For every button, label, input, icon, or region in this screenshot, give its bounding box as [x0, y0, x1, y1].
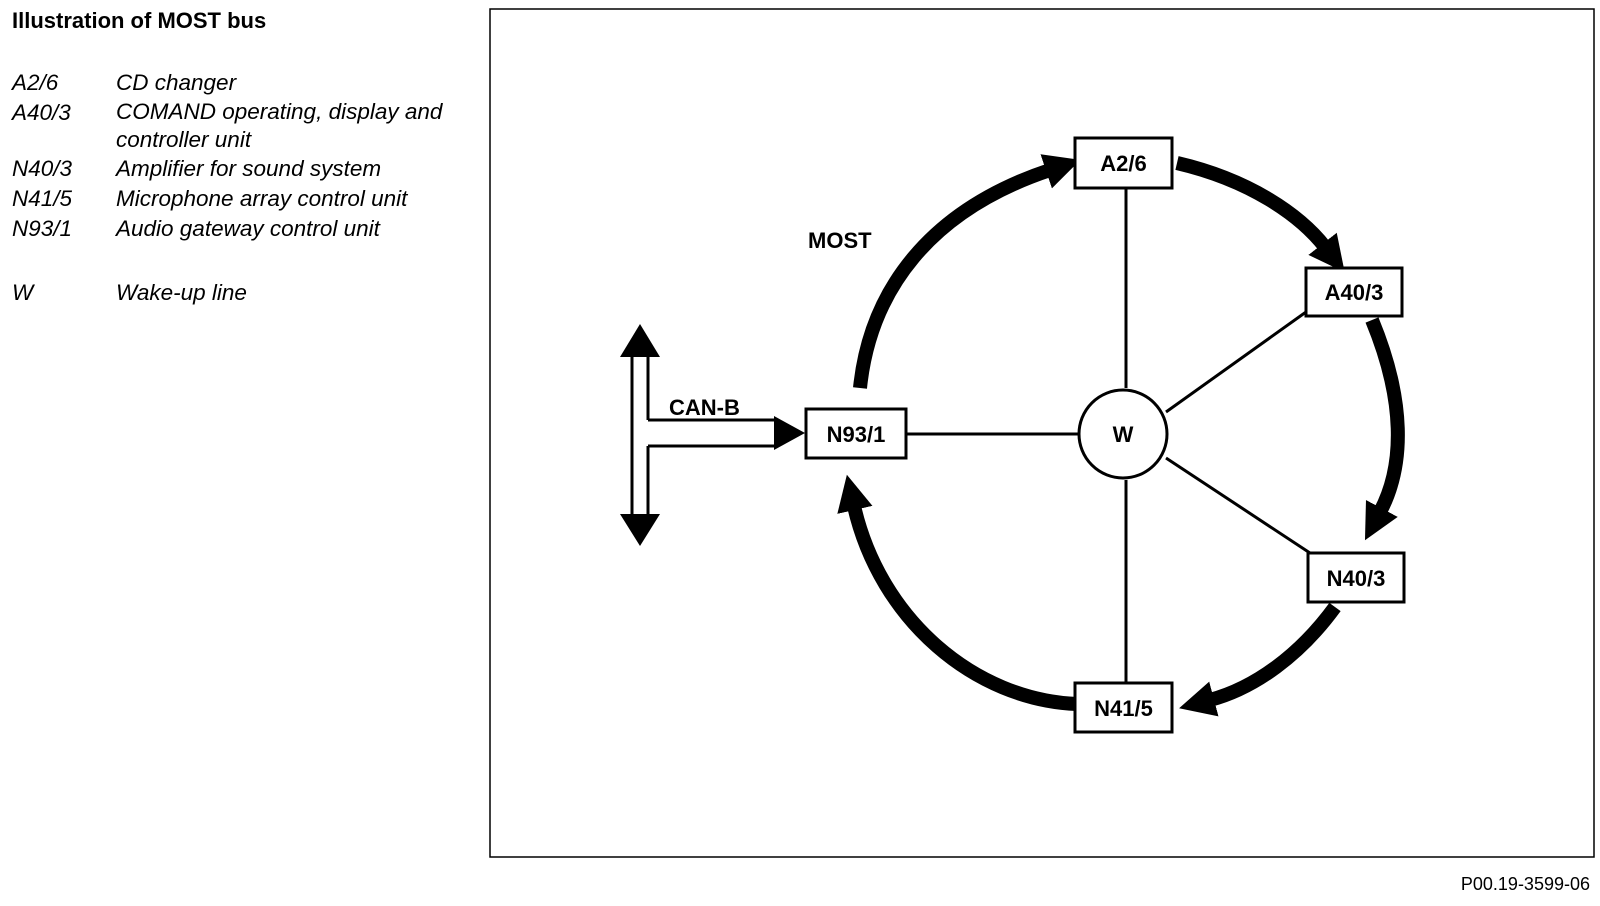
page-title: Illustration of MOST bus: [12, 8, 267, 33]
legend-item: N41/5 Microphone array control unit: [12, 184, 482, 214]
can-b-label: CAN-B: [669, 395, 740, 420]
legend-description: COMAND operating, display and controller…: [116, 99, 443, 152]
wake-up-lines: [906, 187, 1311, 683]
most-arrow-n40-to-n41: [1179, 602, 1341, 717]
legend-item: A40/3 COMAND operating, display and cont…: [12, 98, 482, 154]
most-arrow-n41-to-n93: [837, 474, 1078, 711]
can-b-connection: [620, 324, 805, 546]
most-arrow-a2-to-a40: [1175, 156, 1345, 273]
node-box: [1073, 681, 1174, 734]
node-box: [804, 407, 908, 460]
diagram-frame: [489, 8, 1595, 858]
node-label: N93/1: [827, 422, 886, 447]
legend-item: A2/6 CD changer: [12, 68, 482, 98]
node-n40-3: N40/3: [1306, 551, 1406, 604]
legend-item: N40/3 Amplifier for sound system: [12, 154, 482, 184]
legend-code: N41/5: [12, 186, 73, 211]
wake-hub-label: W: [1113, 422, 1134, 447]
node-box: [1304, 266, 1404, 318]
node-a2-6: A2/6: [1073, 136, 1174, 190]
legend-description: Microphone array control unit: [116, 186, 408, 211]
node-label: A40/3: [1325, 280, 1384, 305]
node-n41-5: N41/5: [1073, 681, 1174, 734]
wake-hub-circle: [1077, 388, 1169, 480]
legend-description: CD changer: [116, 70, 237, 95]
legend-code: N40/3: [12, 156, 73, 181]
wake-hub: W: [1077, 388, 1169, 480]
legend-description: Amplifier for sound system: [116, 156, 382, 181]
legend-code: N93/1: [12, 216, 73, 241]
legend-description: Wake-up line: [116, 280, 247, 305]
node-label: N41/5: [1094, 696, 1153, 721]
node-label: N40/3: [1327, 566, 1386, 591]
most-arrow-a40-to-n40: [1364, 317, 1405, 541]
most-arrow-n93-to-a2: [853, 154, 1081, 389]
most-ring: [837, 154, 1405, 717]
can-b-arrow-up: [620, 324, 660, 357]
figure-id: P00.19-3599-06: [1460, 874, 1590, 894]
legend-code: A40/3: [12, 100, 71, 125]
node-n93-1: N93/1: [804, 407, 908, 460]
can-b-arrow-down: [620, 514, 660, 546]
can-b-arrow-right: [774, 416, 805, 450]
wake-line-a40-3: [1165, 310, 1307, 414]
legend-code: A2/6: [12, 70, 59, 95]
legend-description: Audio gateway control unit: [116, 216, 380, 241]
legend-code: W: [12, 280, 34, 305]
wake-line-n40-3: [1165, 456, 1311, 555]
legend-item: W Wake-up line: [12, 278, 482, 308]
legend-item: N93/1 Audio gateway control unit: [12, 214, 482, 244]
legend: A2/6 CD changer A40/3 COMAND operating, …: [12, 68, 482, 308]
node-box: [1073, 136, 1174, 190]
node-a40-3: A40/3: [1304, 266, 1404, 318]
node-label: A2/6: [1100, 151, 1146, 176]
most-label: MOST: [808, 228, 872, 253]
node-box: [1306, 551, 1406, 604]
